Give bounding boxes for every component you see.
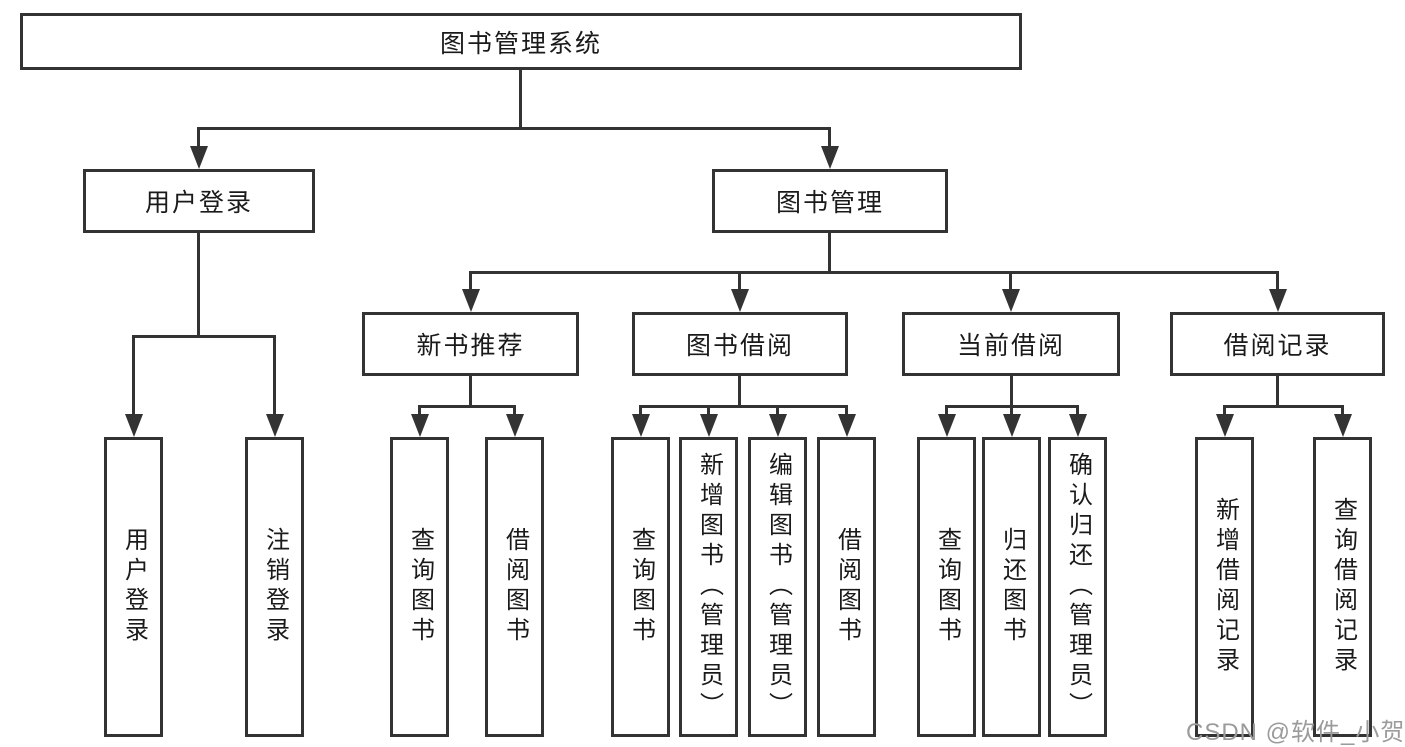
node-library-system-label: 图书管理系统 [439, 29, 602, 58]
connector-g2-c2-drop [707, 405, 710, 417]
connector-g4-rail [1223, 405, 1343, 408]
node-library-system: 图书管理系统 [20, 13, 1022, 70]
connector-borrow-drop [738, 271, 741, 291]
leaf-label: 查询图书 [627, 527, 655, 647]
leaf-label: 新增图书（管理员） [695, 452, 723, 722]
leaf-user-login: 用户登录 [104, 437, 163, 737]
connector-g4-stem [1276, 376, 1279, 407]
connector-g1-c2-drop [513, 405, 516, 417]
arrow-down-icon [1334, 414, 1352, 437]
connector-g3-c3-drop [1076, 405, 1079, 417]
node-book-mgmt: 图书管理 [712, 169, 948, 233]
leaf-logout-label: 注销登录 [261, 527, 289, 647]
leaf-g2-query-book: 查询图书 [611, 437, 670, 737]
connector-g2-c3-drop [776, 405, 779, 417]
leaf-label: 借阅图书 [501, 527, 529, 647]
connector-g2-stem [738, 376, 741, 407]
arrow-down-icon [462, 289, 480, 312]
connector-g2-c1-drop [639, 405, 642, 417]
node-new-book-rec: 新书推荐 [362, 312, 579, 376]
arrow-down-icon [938, 414, 956, 437]
arrow-down-icon [1002, 289, 1020, 312]
arrow-down-icon [769, 414, 787, 437]
connector-new-book-drop [469, 271, 472, 291]
arrow-down-icon [411, 414, 429, 437]
leaf-label: 确认归还（管理员） [1064, 452, 1092, 722]
node-book-borrow: 图书借阅 [632, 312, 848, 376]
connector-g3-c1-drop [945, 405, 948, 417]
node-borrow-record: 借阅记录 [1170, 312, 1385, 376]
arrow-down-icon [1069, 414, 1087, 437]
leaf-g3-confirm-return-admin: 确认归还（管理员） [1048, 437, 1107, 737]
leaf-g2-borrow-book: 借阅图书 [817, 437, 876, 737]
arrow-down-icon [838, 414, 856, 437]
arrow-down-icon [700, 414, 718, 437]
node-new-book-rec-label: 新书推荐 [416, 332, 525, 360]
node-book-mgmt-label: 图书管理 [775, 189, 884, 217]
connector-book-mgmt-drop [828, 127, 831, 150]
leaf-label: 查询借阅记录 [1329, 497, 1357, 677]
leaf-g2-edit-book-admin: 编辑图书（管理员） [748, 437, 807, 737]
connector-current-drop [1009, 271, 1012, 291]
arrow-down-icon [190, 146, 208, 169]
connector-level2-rail [197, 127, 831, 130]
node-current-borrow-label: 当前借阅 [956, 332, 1065, 360]
connector-user-login-rail [132, 335, 276, 338]
arrow-down-icon [821, 146, 839, 169]
connector-g2-c4-drop [845, 405, 848, 417]
connector-level3-rail [469, 271, 1279, 274]
leaf-g2-add-book-admin: 新增图书（管理员） [679, 437, 738, 737]
node-current-borrow: 当前借阅 [902, 312, 1120, 376]
arrow-down-icon [1003, 414, 1021, 437]
connector-g1-stem [469, 376, 472, 407]
arrow-down-icon [632, 414, 650, 437]
leaf-label: 查询图书 [933, 527, 961, 647]
arrow-down-icon [731, 289, 749, 312]
node-borrow-record-label: 借阅记录 [1223, 332, 1332, 360]
node-user-login-label: 用户登录 [144, 189, 253, 217]
connector-user-login-stem [197, 233, 200, 336]
connector-login-drop [132, 335, 135, 417]
leaf-g4-query-borrow-record: 查询借阅记录 [1313, 437, 1372, 737]
leaf-label: 编辑图书（管理员） [764, 452, 792, 722]
leaf-g3-query-book: 查询图书 [917, 437, 976, 737]
leaf-logout: 注销登录 [245, 437, 304, 737]
leaf-label: 新增借阅记录 [1211, 497, 1239, 677]
connector-book-mgmt-stem [828, 233, 831, 273]
node-user-login: 用户登录 [83, 169, 315, 233]
leaf-g4-add-borrow-record: 新增借阅记录 [1195, 437, 1254, 737]
leaf-g3-return-book: 归还图书 [982, 437, 1041, 737]
arrow-down-icon [1216, 414, 1234, 437]
leaf-label: 查询图书 [406, 527, 434, 647]
leaf-g1-query-book: 查询图书 [390, 437, 449, 737]
leaf-user-login-label: 用户登录 [120, 527, 148, 647]
connector-g3-c2-drop [1010, 405, 1013, 417]
arrow-down-icon [125, 414, 143, 437]
arrow-down-icon [506, 414, 524, 437]
connector-root-drop [519, 70, 522, 127]
node-book-borrow-label: 图书借阅 [685, 332, 794, 360]
connector-g1-rail [418, 405, 516, 408]
connector-user-login-drop [197, 127, 200, 150]
leaf-g1-borrow-book: 借阅图书 [485, 437, 544, 737]
connector-g4-c2-drop [1341, 405, 1344, 417]
arrow-down-icon [1269, 289, 1287, 312]
csdn-watermark: CSDN @软件_小贺同学 [1186, 719, 1405, 746]
connector-g4-c1-drop [1223, 405, 1226, 417]
connector-g1-c1-drop [418, 405, 421, 417]
connector-g3-stem [1010, 376, 1013, 407]
leaf-label: 借阅图书 [833, 527, 861, 647]
connector-g2-rail [639, 405, 848, 408]
connector-logout-drop [273, 335, 276, 417]
leaf-label: 归还图书 [998, 527, 1026, 647]
connector-record-drop [1276, 271, 1279, 291]
arrow-down-icon [266, 414, 284, 437]
